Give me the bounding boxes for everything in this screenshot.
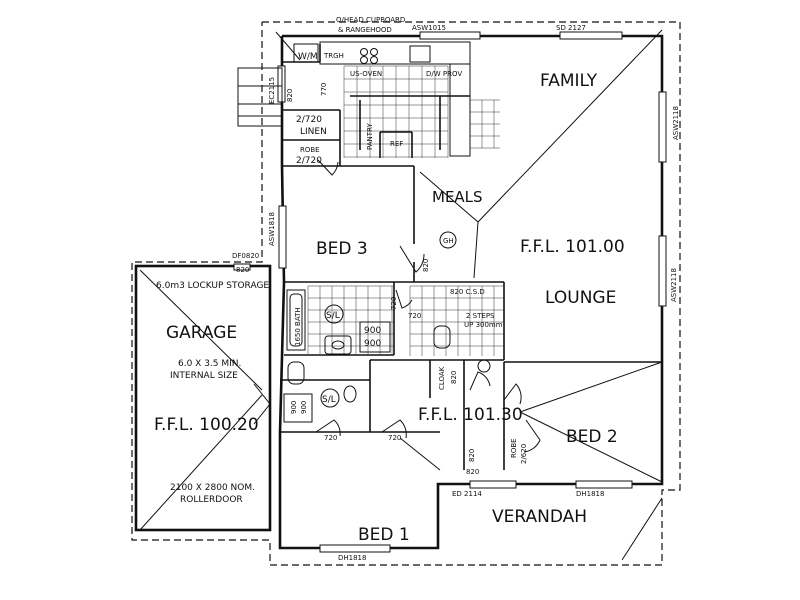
win-dh1818-a: DH1818 [576,490,604,498]
label-pantry: PANTRY [366,123,374,150]
ffl-main: F.F.L. 101.00 [520,237,625,257]
garage-size-line2: INTERNAL SIZE [170,371,238,381]
label-us-oven: US-OVEN [350,70,382,78]
label-ref: REF [390,140,403,148]
label-wm: W/M [298,52,318,62]
label-dw-prov: D/W PROV [426,70,462,78]
rollerdoor-line1: 2100 X 2800 NOM. [170,483,255,493]
label-heater: GH [443,237,454,245]
dim-820-b: 820 [236,266,249,274]
win-asw1818: ASW1818 [268,212,276,246]
garage-steps [237,67,283,127]
roof-outline [131,21,681,566]
robe-bed2-line1: ROBE [510,438,518,458]
room-garage: GARAGE [166,323,237,343]
shower-main-line1: 900 [364,326,381,336]
tiled-areas [307,65,504,356]
room-family: FAMILY [540,71,598,91]
ohead-cupboard-line1: O/HEAD CUPBOARD [336,16,405,24]
label-bath: 1650 BATH [294,307,302,346]
win-df0820: DF0820 [232,252,259,260]
win-sd2127: SD 2127 [556,24,586,32]
ffl-bed-wing: F.F.L. 101.30 [418,405,523,425]
dim-820-f: 820 [466,468,479,476]
roof-hips [139,29,663,561]
win-ed2114: ED 2114 [452,490,482,498]
dim-820-d: 820 [450,371,458,384]
ens-shower-line1: 900 [290,401,298,414]
bath-fixtures [283,231,491,423]
win-ec2115: EC2115 [268,77,276,104]
room-meals: MEALS [432,188,483,206]
ohead-cupboard-line2: & RANGEHOOD [338,26,392,34]
dim-720-a: 720 [408,312,421,320]
room-verandah: VERANDAH [492,507,587,527]
robe-bed3-line2: 2/720 [296,156,322,166]
steps-line2: UP 300mm [464,321,503,329]
dim-770: 770 [320,83,328,96]
label-sl-ensuite: S/L [322,395,336,405]
room-bed2: BED 2 [566,427,618,447]
dim-820-a: 820 [286,89,294,102]
kitchen-benches [293,41,471,157]
win-asw2118-right: ASW2118 [672,106,680,140]
dim-820-e: 820 [468,449,476,462]
steps-line1: 2 STEPS [466,312,495,320]
label-trgh: TRGH [323,52,344,60]
lockup-storage: 6.0m3 LOCKUP STORAGE [156,281,269,291]
garage-size-line1: 6.0 X 3.5 MIN. [178,359,241,369]
dim-720-b: 720 [324,434,337,442]
linen-line1: 2/720 [296,115,322,125]
dim-720-c: 720 [388,434,401,442]
robe-bed2-line2: 2/620 [520,444,528,464]
room-bed3: BED 3 [316,239,368,259]
shower-main-line2: 900 [364,339,381,349]
linen-line2: LINEN [300,127,327,137]
label-cloak: CLOAK [438,366,446,390]
room-lounge: LOUNGE [545,288,616,308]
robe-bed3-line1: ROBE [300,146,320,154]
dim-820-c: 820 [422,259,430,272]
win-asw2118-lower: ASW2118 [670,268,678,302]
label-cupd: 820 C.S.D [450,288,485,296]
win-dh1818-b: DH1818 [338,554,366,562]
ens-shower-line2: 900 [300,401,308,414]
label-sl-main: S/L [326,311,340,321]
win-asw1015: ASW1015 [412,24,446,32]
rollerdoor-line2: ROLLERDOOR [180,495,243,505]
room-bed1: BED 1 [358,525,410,545]
ffl-garage: F.F.L. 100.20 [154,415,259,435]
dim-720-d: 720 [390,297,398,310]
door-swings [253,159,541,471]
